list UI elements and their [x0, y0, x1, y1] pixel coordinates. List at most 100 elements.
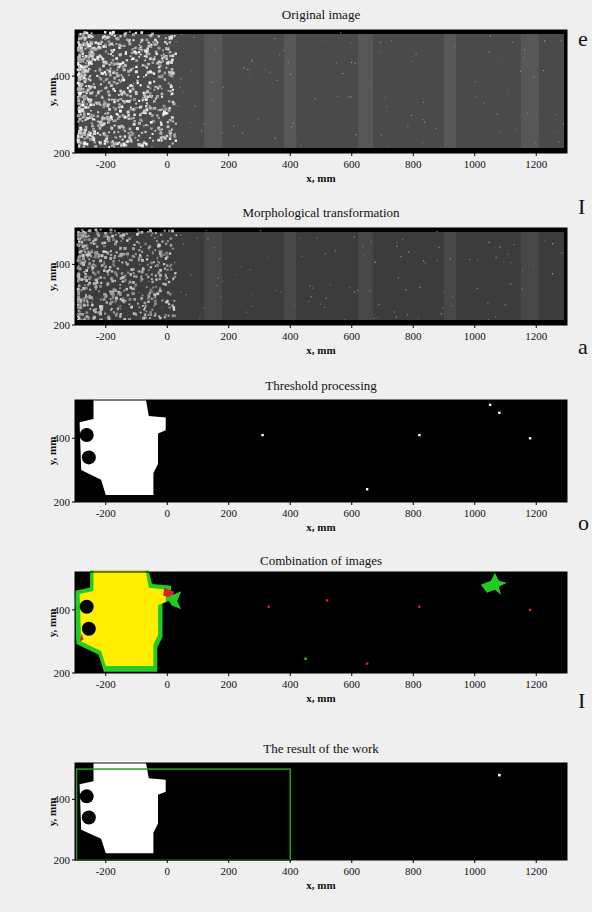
noise-dot — [140, 312, 142, 314]
noise-dot — [138, 292, 139, 293]
noise-dot — [144, 302, 147, 305]
noise-dot — [529, 609, 531, 611]
noise-dot — [152, 140, 154, 142]
noise-dot — [133, 83, 134, 84]
noise-dot — [91, 249, 93, 251]
noise-dot — [77, 97, 79, 99]
noise-dot — [117, 82, 119, 84]
noise-dot — [135, 275, 138, 278]
noise-dot — [484, 102, 485, 103]
noise-dot — [510, 262, 511, 263]
noise-dot — [163, 54, 165, 56]
noise-dot — [104, 266, 106, 268]
noise-dot — [80, 235, 82, 237]
noise-dot — [158, 128, 161, 131]
noise-dot — [166, 301, 169, 304]
noise-dot — [490, 36, 491, 37]
noise-dot — [160, 136, 163, 139]
tick-label: 0 — [165, 508, 171, 519]
noise-dot — [119, 315, 121, 317]
noise-dot — [320, 303, 321, 304]
noise-dot — [108, 70, 111, 73]
noise-dot — [117, 267, 119, 269]
tick-mark — [351, 860, 352, 863]
noise-dot — [99, 134, 101, 136]
noise-dot — [96, 246, 98, 248]
noise-dot — [115, 297, 118, 300]
noise-dot — [97, 101, 100, 104]
noise-dot — [143, 141, 145, 143]
tick-label: -200 — [96, 508, 116, 519]
noise-dot — [138, 122, 141, 125]
noise-dot — [104, 313, 106, 315]
noise-dot — [164, 283, 167, 286]
noise-dot — [89, 54, 92, 57]
noise-dot — [77, 114, 80, 117]
noise-dot — [112, 140, 114, 142]
noise-dot — [107, 36, 109, 38]
noise-dot — [354, 291, 355, 292]
tick-mark — [413, 673, 414, 676]
noise-dot — [85, 311, 88, 314]
noise-dot — [169, 138, 171, 140]
noise-dot — [153, 305, 155, 307]
noise-dot — [81, 229, 83, 231]
noise-dot — [127, 294, 130, 297]
noise-dot — [80, 289, 82, 291]
noise-dot — [151, 95, 153, 97]
noise-dot — [97, 111, 99, 113]
noise-dot — [363, 254, 364, 255]
noise-dot — [91, 302, 93, 304]
noise-dot — [159, 252, 162, 255]
noise-dot — [489, 51, 490, 52]
noise-dot — [300, 145, 301, 146]
noise-dot — [140, 31, 143, 34]
noise-dot — [450, 258, 451, 259]
noise-dot — [97, 120, 99, 122]
noise-dot — [171, 59, 174, 62]
noise-dot — [186, 294, 187, 295]
noise-dot — [113, 131, 115, 133]
noise-dot — [79, 110, 82, 113]
noise-dot — [77, 296, 79, 298]
noise-dot — [179, 87, 180, 88]
noise-dot — [88, 53, 91, 56]
noise-dot — [81, 69, 84, 72]
noise-dot — [154, 88, 155, 89]
noise-dot — [118, 126, 121, 129]
noise-dot — [308, 301, 309, 302]
noise-dot — [120, 253, 123, 256]
noise-dot — [435, 128, 436, 129]
noise-dot — [114, 136, 116, 138]
noise-dot — [156, 257, 158, 259]
noise-dot — [161, 74, 163, 76]
noise-dot — [133, 312, 136, 315]
noise-dot — [78, 84, 80, 86]
noise-dot — [351, 62, 352, 63]
noise-dot — [172, 89, 174, 91]
noise-dot — [113, 49, 115, 51]
cropped-letter: I — [578, 196, 585, 218]
noise-dot — [137, 76, 139, 78]
noise-dot — [79, 306, 82, 309]
noise-dot — [149, 34, 152, 37]
noise-dot — [154, 130, 156, 132]
tick-mark — [351, 502, 352, 505]
noise-dot — [146, 104, 148, 106]
noise-dot — [85, 62, 87, 64]
noise-dot — [103, 122, 106, 125]
noise-dot — [77, 231, 79, 233]
noise-dot — [123, 45, 125, 47]
tick-mark — [228, 153, 229, 156]
noise-dot — [88, 277, 91, 280]
noise-dot — [83, 66, 86, 69]
tick-mark — [167, 860, 168, 863]
noise-dot — [326, 599, 328, 601]
noise-dot — [90, 114, 92, 116]
noise-dot — [77, 298, 79, 300]
noise-dot — [113, 81, 115, 83]
noise-dot — [164, 230, 166, 232]
noise-dot — [309, 285, 310, 286]
noise-dot — [563, 124, 564, 125]
noise-dot — [89, 98, 91, 100]
